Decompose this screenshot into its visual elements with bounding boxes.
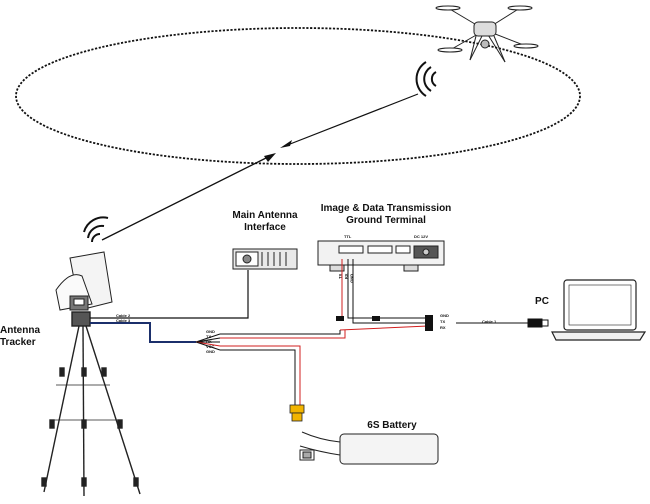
pin-tx-right: TX <box>440 319 446 324</box>
main-antenna-interface-box <box>232 248 298 270</box>
signal-waves-icon <box>83 216 109 243</box>
battery-label: 6S Battery <box>367 420 417 431</box>
pin-gnd-1: GND <box>206 329 215 334</box>
main-antenna-interface-label: Main Antenna Interface <box>222 210 308 233</box>
pin-gnd-right: GND <box>440 313 449 318</box>
tracker-cables <box>90 270 249 343</box>
drone-icon <box>435 5 539 63</box>
ttl-label: TTL <box>344 234 352 239</box>
dc12v-label: DC 12V <box>414 234 429 239</box>
breakout-wires <box>195 330 346 405</box>
pin-tx-terminal: TX <box>337 273 343 279</box>
xt60-connector-icon <box>289 404 305 422</box>
laptop-icon <box>551 279 647 341</box>
pin-rx-breakout: RX <box>206 339 212 344</box>
ground-terminal-box <box>317 240 445 272</box>
antenna-tracker-head <box>55 251 113 311</box>
signal-waves-icon <box>415 61 437 97</box>
downlink-arrow <box>284 93 419 147</box>
cable2-label: Cable 2 <box>116 313 131 318</box>
pin-gnd-terminal: GND <box>349 273 355 283</box>
pin-rx-right: RX <box>440 325 446 330</box>
pin-tx-breakout: TX <box>206 334 212 339</box>
ground-terminal-label: Image & Data Transmission Ground Termina… <box>316 203 456 226</box>
tripod-icon <box>41 311 141 497</box>
ground-terminal-line1: Image & Data Transmission <box>320 203 452 214</box>
main-antenna-interface-line2: Interface <box>244 221 286 233</box>
cable1-usb <box>456 318 549 328</box>
pin-vcc-breakout: VCC <box>206 344 215 349</box>
uplink-arrow <box>101 154 273 241</box>
pin-gnd-2: GND <box>206 349 215 354</box>
flight-area-ellipse <box>15 27 581 165</box>
ground-terminal-line2: Ground Terminal <box>346 214 426 226</box>
antenna-tracker-label: Antenna Tracker <box>0 325 40 348</box>
battery-icon <box>299 431 439 465</box>
pc-label: PC <box>535 296 549 307</box>
cable3-label: Cable 3 <box>116 318 131 323</box>
cable1-label: Cable 1 <box>482 319 497 324</box>
main-antenna-interface-line1: Main Antenna <box>232 210 298 221</box>
